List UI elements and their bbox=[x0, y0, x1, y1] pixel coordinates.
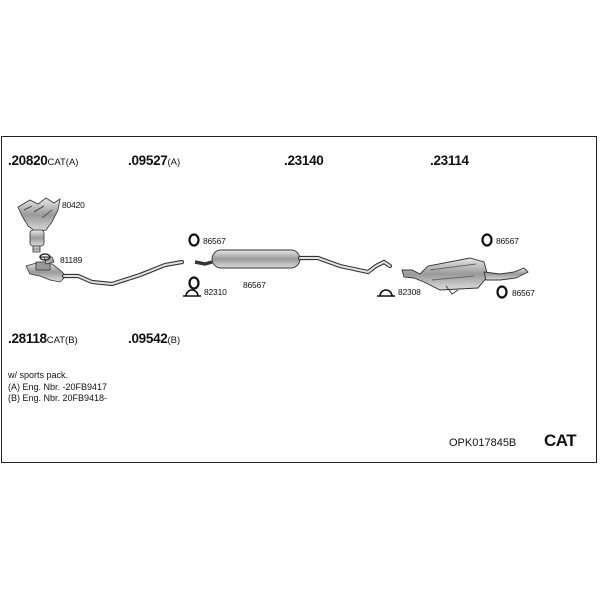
part-number-86567: 86567 bbox=[243, 280, 266, 290]
part-number-82310: 82310 bbox=[204, 287, 227, 297]
part-label-23140: .23140 bbox=[284, 152, 324, 170]
diagram-frame bbox=[1, 136, 597, 463]
part-number: .28118 bbox=[8, 331, 47, 346]
part-label-28118: .28118CAT(B) bbox=[8, 330, 78, 348]
clamp-icon bbox=[183, 289, 395, 297]
part-number-80420: 80420 bbox=[62, 200, 85, 210]
part-number: .09527 bbox=[128, 153, 168, 168]
rear-silencer-icon bbox=[401, 257, 529, 295]
part-number: .09542 bbox=[128, 331, 168, 346]
part-number-86567: 86567 bbox=[203, 236, 226, 246]
part-label-20820: .20820CAT(A) bbox=[8, 152, 78, 170]
manifold-catalyst-icon bbox=[17, 197, 61, 253]
kit-code: OPK017845B bbox=[449, 437, 517, 449]
part-number: .23140 bbox=[284, 153, 324, 168]
part-number-81189: 81189 bbox=[60, 255, 83, 265]
middle-silencer-icon bbox=[194, 249, 393, 275]
brand-label: CAT bbox=[544, 431, 577, 450]
part-suffix: CAT(B) bbox=[46, 335, 78, 346]
part-suffix: (A) bbox=[167, 157, 181, 168]
notes: w/ sports pack. (A) Eng. Nbr. -20FB9417 … bbox=[8, 370, 107, 405]
note-line: (B) Eng. Nbr. 20FB9418- bbox=[8, 393, 108, 403]
part-number-86567: 86567 bbox=[496, 236, 519, 246]
front-pipe-icon bbox=[25, 256, 67, 283]
rubber-hanger-icon bbox=[188, 233, 508, 299]
part-number-82308: 82308 bbox=[398, 287, 421, 297]
part-number-86567: 86567 bbox=[512, 288, 535, 298]
part-number: .23114 bbox=[430, 153, 469, 168]
part-number: .20820 bbox=[8, 153, 48, 168]
part-suffix: (B) bbox=[167, 335, 181, 346]
note-line: w/ sports pack. bbox=[8, 370, 69, 380]
part-label-23114: .23114 bbox=[430, 152, 469, 170]
note-line: (A) Eng. Nbr. -20FB9417 bbox=[8, 381, 108, 392]
part-label-09542: .09542(B) bbox=[128, 330, 180, 348]
part-suffix: CAT(A) bbox=[47, 157, 79, 168]
part-label-09527: .09527(A) bbox=[128, 152, 180, 170]
